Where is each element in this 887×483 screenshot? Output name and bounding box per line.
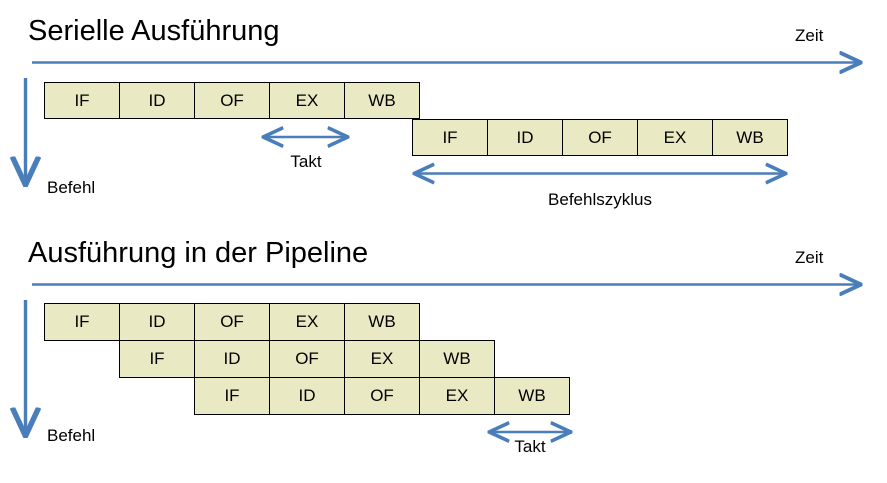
serial-zeit-label: Zeit	[795, 26, 824, 45]
pipeline-row1-cell-id: ID	[119, 303, 195, 341]
pipeline-row2-cell-id: ID	[194, 340, 270, 378]
pipeline-takt-label: Takt	[514, 437, 546, 456]
pipeline-section-title: Ausführung in der Pipeline	[28, 237, 369, 269]
serial-row1-cell-of: OF	[194, 82, 270, 119]
pipeline-row2-cell-of: OF	[269, 340, 345, 378]
serial-takt-label: Takt	[290, 152, 322, 171]
pipeline-row3-cell-ex: EX	[419, 377, 495, 415]
pipeline-zeit-label: Zeit	[795, 248, 824, 267]
serial-row2-cell-id: ID	[487, 119, 563, 156]
pipeline-row3-cell-of: OF	[344, 377, 420, 415]
pipeline-row1-cell-wb: WB	[344, 303, 420, 341]
pipeline-row1-cell-of: OF	[194, 303, 270, 341]
pipeline-row3-cell-id: ID	[269, 377, 345, 415]
pipeline-row1-cell-if: IF	[44, 303, 120, 341]
pipeline-row3-cell-wb: WB	[494, 377, 570, 415]
serial-row2-cell-wb: WB	[712, 119, 788, 156]
pipeline-row2-cell-if: IF	[119, 340, 195, 378]
serial-row2-cell-of: OF	[562, 119, 638, 156]
serial-section-title: Serielle Ausführung	[28, 15, 280, 47]
pipeline-row2-cell-wb: WB	[419, 340, 495, 378]
serial-row1-cell-ex: EX	[269, 82, 345, 119]
serial-row1-cell-wb: WB	[344, 82, 420, 119]
serial-row2-cell-if: IF	[412, 119, 488, 156]
serial-row1-cell-if: IF	[44, 82, 120, 119]
serial-row1-cell-id: ID	[119, 82, 195, 119]
serial-befehlszyklus-label: Befehlszyklus	[548, 190, 652, 209]
pipeline-befehl-label: Befehl	[47, 426, 96, 445]
serial-befehl-label: Befehl	[47, 178, 96, 197]
pipeline-row2-cell-ex: EX	[344, 340, 420, 378]
pipeline-row1-cell-ex: EX	[269, 303, 345, 341]
serial-row2-cell-ex: EX	[637, 119, 713, 156]
pipeline-row3-cell-if: IF	[194, 377, 270, 415]
